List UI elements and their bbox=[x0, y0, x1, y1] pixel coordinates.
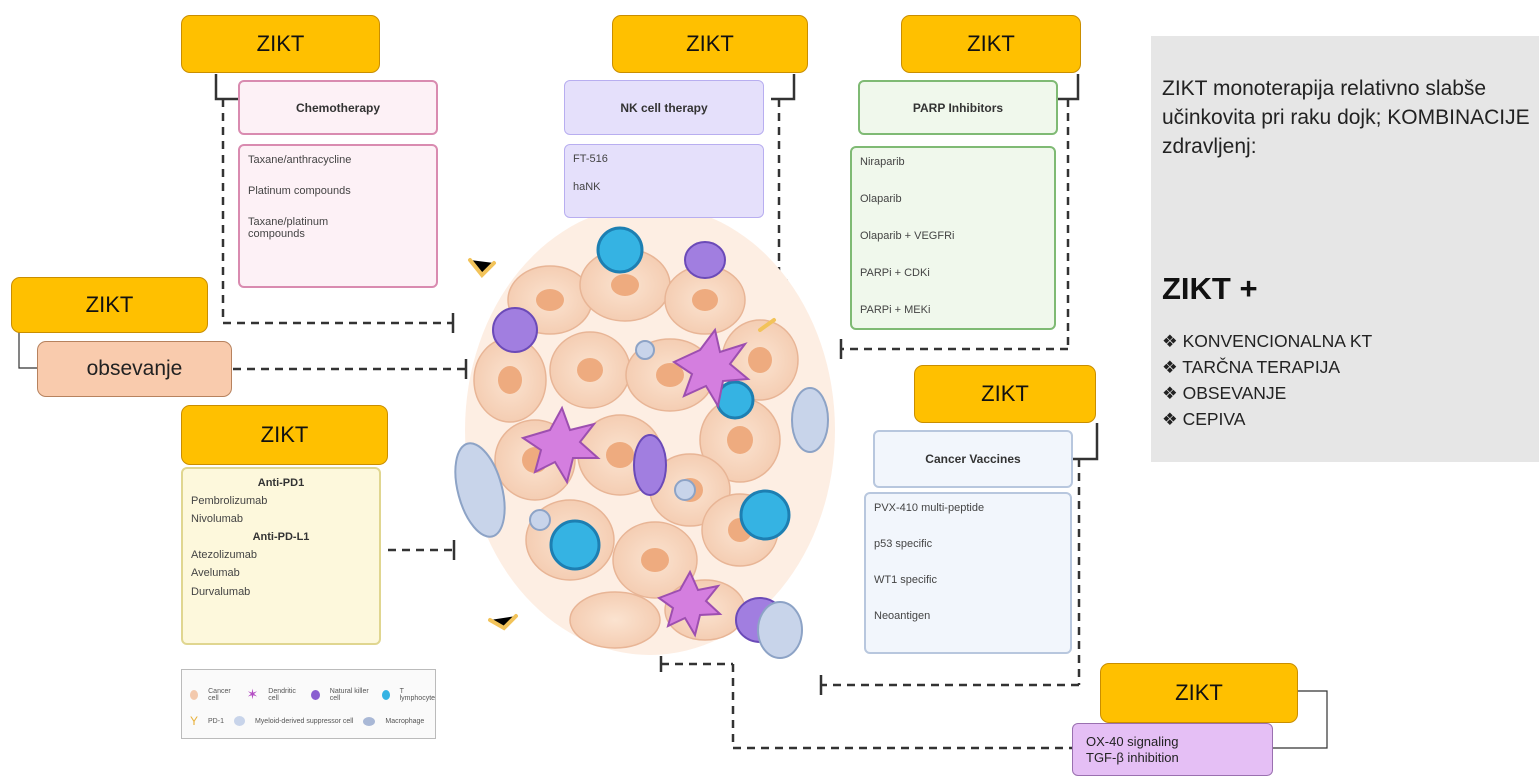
zikt-vaccines: ZIKT bbox=[914, 365, 1096, 423]
bullet-icon: ❖ bbox=[1162, 409, 1178, 429]
chemo-list: Taxane/anthracycline Platinum compounds … bbox=[238, 144, 438, 288]
zikt-ox40: ZIKT bbox=[1100, 663, 1298, 723]
zikt-nk: ZIKT bbox=[612, 15, 808, 73]
group-title-anti-pdl1: Anti-PD-L1 bbox=[252, 531, 310, 544]
list-item: Taxane/anthracycline bbox=[248, 154, 352, 166]
nk-list: FT-516 haNK bbox=[564, 144, 764, 218]
summary-panel: ZIKT monoterapija relativno slabše učink… bbox=[1151, 36, 1539, 462]
parp-header: PARP Inhibitors bbox=[858, 80, 1058, 135]
nk-cell-icon bbox=[310, 689, 320, 700]
zikt-radiation: ZIKT bbox=[11, 277, 208, 333]
bullet-item: ❖ TARČNA TERAPIJA bbox=[1162, 357, 1341, 377]
list-item: Durvalumab bbox=[191, 585, 251, 598]
rad-bracket bbox=[18, 332, 37, 369]
list-item: Pembrolizumab bbox=[191, 495, 268, 508]
macrophage-icon bbox=[363, 716, 376, 726]
pd1-icon: Y bbox=[190, 714, 199, 728]
t-cell-icon bbox=[381, 689, 390, 700]
legend-item: PD-1 bbox=[208, 717, 224, 725]
bullet-item: ❖ KONVENCIONALNA KT bbox=[1162, 331, 1373, 351]
ox-bracket bbox=[1273, 690, 1328, 749]
list-item: Atezolizumab bbox=[191, 549, 258, 562]
legend-item: Cancer cell bbox=[208, 687, 231, 702]
list-item: Platinum compounds bbox=[248, 185, 351, 198]
bullet-icon: ❖ bbox=[1162, 357, 1178, 377]
bullet-item: ❖ CEPIVA bbox=[1162, 409, 1246, 429]
panel-text: ZIKT monoterapija relativno slabše učink… bbox=[1162, 77, 1530, 158]
list-item: Neoantigen bbox=[874, 610, 931, 623]
checkpoint-box: Anti-PD1 Pembrolizumab Nivolumab Anti-PD… bbox=[181, 467, 381, 645]
list-item: PARPi + MEKi bbox=[860, 304, 931, 317]
list-item: Olaparib bbox=[860, 193, 902, 206]
group-title-anti-pd1: Anti-PD1 bbox=[257, 477, 305, 489]
list-item: Taxane/platinum compounds bbox=[248, 216, 329, 241]
list-item: PVX-410 multi-peptide bbox=[874, 502, 985, 514]
list-item: Avelumab bbox=[191, 567, 240, 580]
bullet-icon: ❖ bbox=[1162, 383, 1178, 403]
nk-header: NK cell therapy bbox=[564, 80, 764, 135]
panel-heading: ZIKT + bbox=[1162, 271, 1258, 306]
dendritic-cell-icon: ✶ bbox=[246, 686, 259, 702]
legend-item: Natural killer cell bbox=[329, 687, 369, 702]
legend: Cancer cell ✶ Dendritic cell Natural kil… bbox=[181, 669, 436, 739]
list-item: Niraparib bbox=[860, 156, 905, 168]
list-item: Olaparib + VEGFRi bbox=[860, 230, 955, 243]
zikt-parp: ZIKT bbox=[901, 15, 1081, 73]
mdsc-icon bbox=[233, 716, 245, 726]
vaccines-header: Cancer Vaccines bbox=[873, 430, 1073, 488]
bullet-item: ❖ OBSEVANJE bbox=[1162, 383, 1287, 403]
list-item: PARPi + CDKi bbox=[860, 267, 930, 280]
radiation-box: obsevanje bbox=[37, 341, 232, 397]
parp-bracket bbox=[1058, 74, 1080, 101]
zikt-chemo: ZIKT bbox=[181, 15, 380, 73]
bullet-icon: ❖ bbox=[1162, 331, 1178, 351]
list-item: FT-516 bbox=[573, 153, 608, 165]
list-item: Nivolumab bbox=[191, 513, 243, 526]
ox40-box: OX-40 signaling TGF-β inhibition bbox=[1072, 723, 1273, 776]
chemo-header: Chemotherapy bbox=[238, 80, 438, 135]
chemo-bracket bbox=[214, 74, 238, 101]
legend-item: Dendritic cell bbox=[268, 687, 296, 702]
ox40-line2: TGF-β inhibition bbox=[1086, 750, 1179, 765]
nk-bracket bbox=[771, 74, 796, 101]
vac-bracket bbox=[1073, 423, 1099, 461]
list-item: WT1 specific bbox=[874, 574, 937, 587]
zikt-checkpoint: ZIKT bbox=[181, 405, 388, 465]
legend-item: T lymphocyte bbox=[399, 687, 436, 702]
panel-bullets: ❖ KONVENCIONALNA KT ❖ TARČNA TERAPIJA ❖ … bbox=[1162, 328, 1372, 432]
cancer-cell-icon bbox=[190, 689, 199, 700]
parp-list: Niraparib Olaparib Olaparib + VEGFRi PAR… bbox=[850, 146, 1056, 330]
vaccines-list: PVX-410 multi-peptide p53 specific WT1 s… bbox=[864, 492, 1072, 654]
ox40-line1: OX-40 signaling bbox=[1086, 734, 1179, 749]
list-item: haNK bbox=[573, 181, 601, 194]
legend-item: Myeloid-derived suppressor cell bbox=[254, 717, 354, 725]
list-item: p53 specific bbox=[874, 538, 933, 551]
legend-item: Macrophage bbox=[385, 717, 425, 725]
tumor-illustration bbox=[454, 205, 835, 659]
